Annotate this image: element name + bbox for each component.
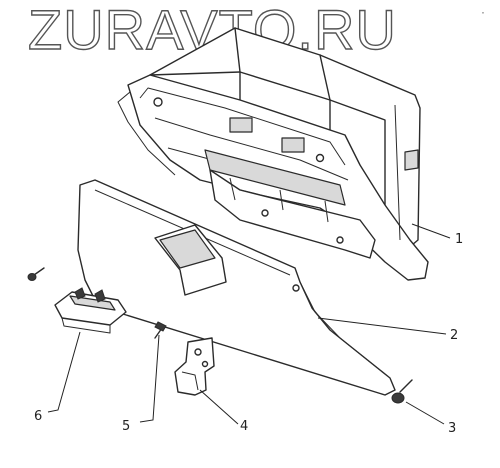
glove-box-lid — [77, 179, 396, 396]
callout-6: 6 — [34, 409, 42, 424]
leader-line-5 — [139, 334, 160, 423]
bolt-small — [27, 267, 45, 281]
screw-5 — [154, 321, 167, 339]
callout-5: 5 — [122, 419, 130, 434]
latch-handle — [54, 287, 127, 334]
leader-line-3 — [405, 401, 445, 425]
callout-2: 2 — [450, 328, 458, 343]
leader-line-2 — [317, 317, 447, 335]
callout-1: 1 — [455, 232, 463, 247]
leader-line-4 — [199, 389, 239, 425]
callout-4: 4 — [240, 419, 248, 434]
leader-line-6 — [47, 331, 81, 413]
callout-3: 3 — [448, 421, 456, 436]
leader-line-1 — [411, 223, 451, 239]
striker-bracket — [174, 337, 215, 396]
glove-box-housing — [117, 27, 429, 281]
screw-3 — [391, 379, 413, 404]
